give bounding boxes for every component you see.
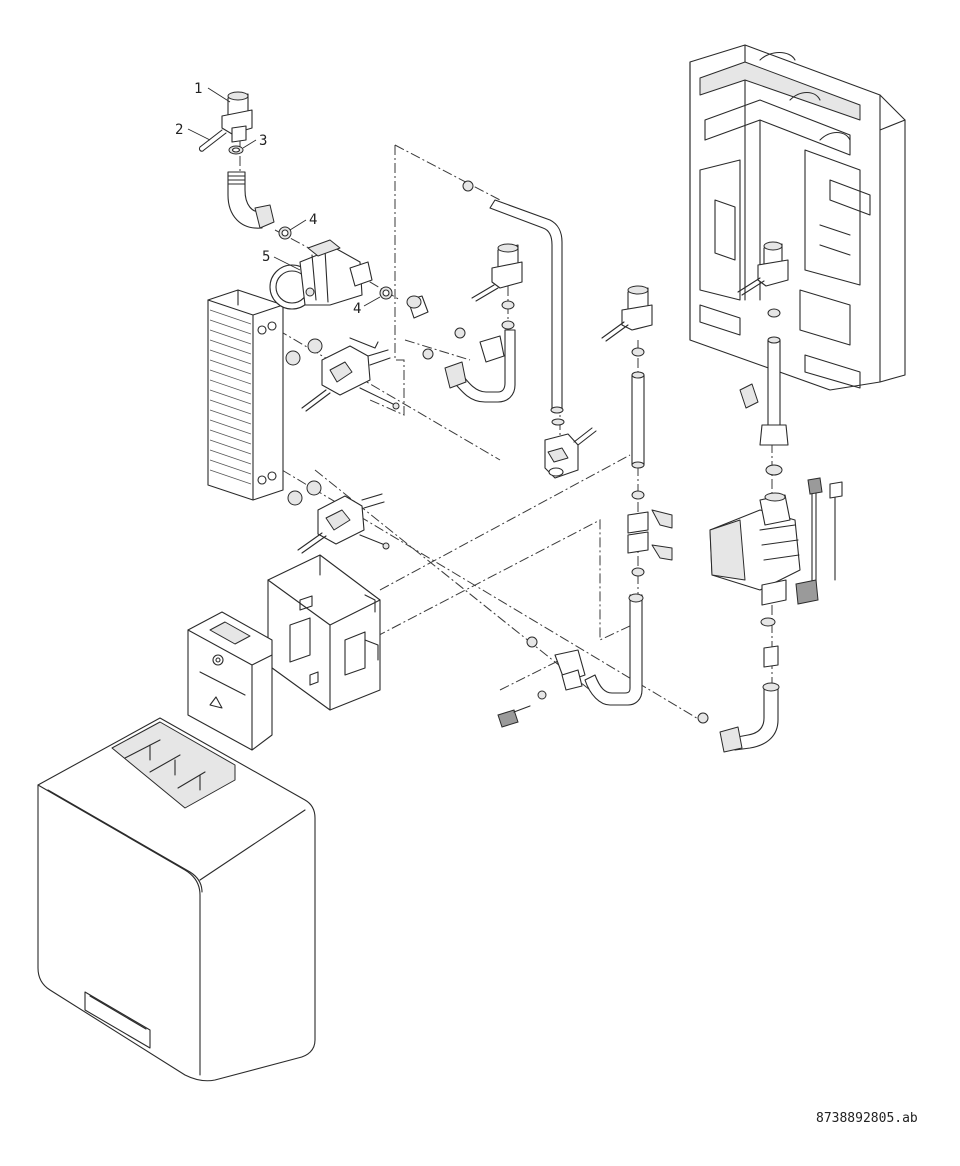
callout-1: 1 xyxy=(194,81,202,97)
callout-4-upper: 4 xyxy=(309,212,317,228)
mounting-plate xyxy=(267,554,381,711)
callout-labels: 1 2 3 4 5 4 xyxy=(175,81,361,317)
right-center-valve xyxy=(601,285,653,357)
right-center-couplings xyxy=(627,509,673,577)
lower-valve-block xyxy=(287,480,390,554)
part-1-valve xyxy=(221,91,253,143)
center-pipe-u xyxy=(462,180,565,426)
pump-cable xyxy=(795,477,843,605)
lower-l-pipe xyxy=(526,593,644,706)
center-lower-valve xyxy=(544,427,597,479)
upper-valve-block xyxy=(285,337,400,412)
callout-2: 2 xyxy=(175,122,183,138)
callout-3: 3 xyxy=(259,133,267,149)
cap xyxy=(406,295,429,319)
right-center-pipe xyxy=(631,371,645,500)
part-3-seal xyxy=(228,145,244,155)
outer-casing xyxy=(37,717,316,1082)
drawing-reference-code: 8738892805.ab xyxy=(816,1111,918,1126)
elbow-pipe xyxy=(227,171,275,229)
part-5-pump xyxy=(269,239,373,310)
part-4-seal-upper xyxy=(278,226,292,240)
far-right-lower-pipe xyxy=(697,617,780,753)
far-right-valve xyxy=(737,241,789,318)
center-pipe-s xyxy=(422,327,516,403)
callout-leaders xyxy=(187,87,381,307)
part-2-clip xyxy=(198,129,227,152)
circulation-pump xyxy=(709,492,801,606)
control-unit xyxy=(187,611,273,751)
mounting-frame xyxy=(689,44,906,391)
callout-4-lower: 4 xyxy=(353,301,361,317)
callout-5: 5 xyxy=(262,249,270,265)
center-valve-upper xyxy=(471,243,523,330)
exchanger-plates xyxy=(209,309,252,485)
part-4-seal-lower xyxy=(379,286,393,300)
plate-heat-exchanger xyxy=(207,289,284,501)
sensor-plug xyxy=(497,669,583,728)
far-right-pipe xyxy=(739,336,789,476)
